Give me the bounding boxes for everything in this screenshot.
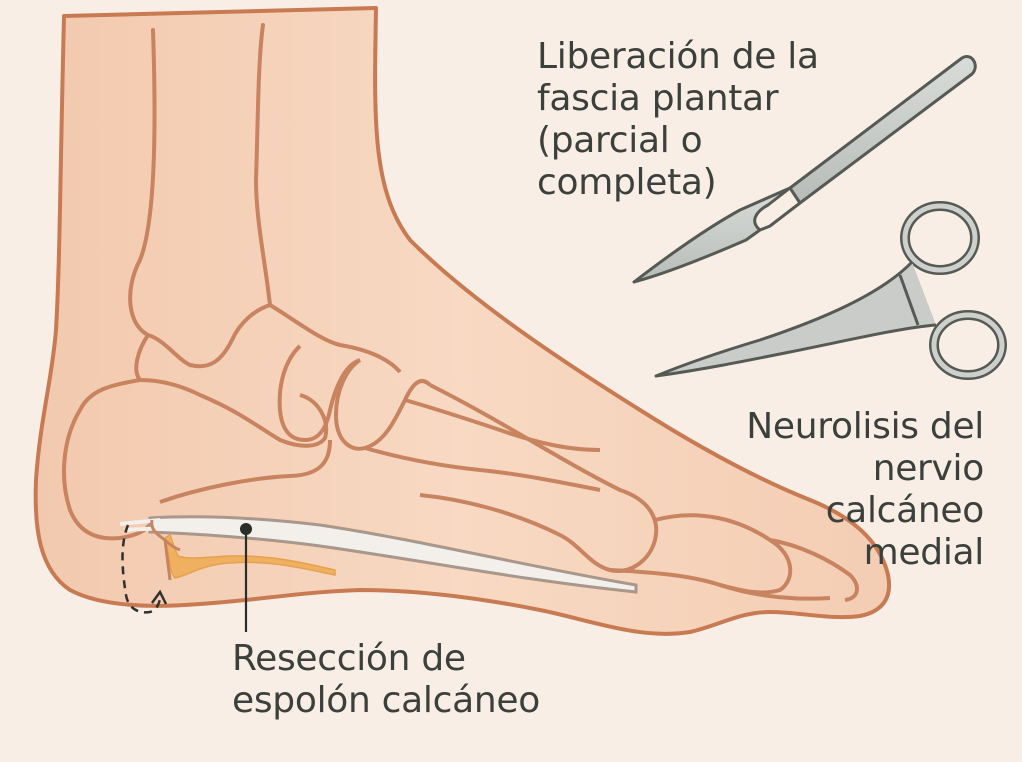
plantar-fascia bbox=[148, 515, 638, 594]
label-line: (parcial o bbox=[537, 120, 703, 161]
navicular-bone bbox=[277, 344, 361, 443]
label-line: espolón calcáneo bbox=[232, 680, 540, 721]
label-spur-resection: Resección de espolón calcáneo bbox=[232, 638, 540, 722]
resection-dashed-arrow bbox=[121, 524, 162, 614]
hemostat-forceps-icon bbox=[654, 201, 1007, 380]
label-nerve-neurolysis: Neurolisis del nervio calcáneo medial bbox=[746, 406, 984, 574]
calcaneus-bone bbox=[62, 378, 154, 541]
label-line: Liberación de la bbox=[537, 36, 819, 77]
label-fascia-release: Liberación de la fascia plantar (parcial… bbox=[537, 36, 819, 204]
label-line: medial bbox=[863, 532, 985, 573]
foot-outline bbox=[33, 6, 892, 636]
metatarsal-bones bbox=[419, 383, 659, 573]
leader-dot bbox=[240, 523, 252, 535]
label-line: fascia plantar bbox=[537, 78, 779, 119]
label-line: Resección de bbox=[232, 638, 466, 679]
label-line: completa) bbox=[537, 162, 717, 203]
label-line: nervio bbox=[872, 448, 985, 489]
heel-spur bbox=[164, 533, 336, 579]
scalpel-icon bbox=[632, 55, 977, 284]
label-line: calcáneo bbox=[825, 490, 985, 531]
tibia-bone bbox=[128, 23, 273, 369]
label-line: Neurolisis del bbox=[746, 406, 984, 447]
